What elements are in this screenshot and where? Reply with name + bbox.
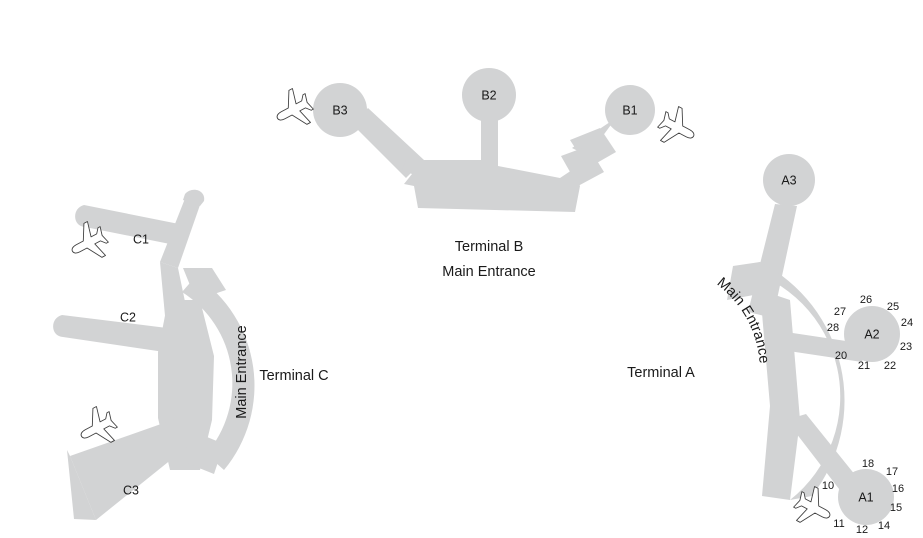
node-b1[interactable]	[605, 85, 655, 135]
gate-number-27[interactable]: 27	[834, 306, 846, 318]
node-a2[interactable]	[844, 306, 900, 362]
node-a3[interactable]	[763, 154, 815, 206]
airplane-icon-b3	[268, 83, 319, 136]
gate-number-28[interactable]: 28	[827, 322, 839, 334]
gate-number-25[interactable]: 25	[887, 301, 899, 313]
concourse-c1-tip	[183, 189, 205, 206]
concourse-label-c2: C2	[120, 310, 136, 324]
gate-number-16[interactable]: 16	[892, 483, 904, 495]
concourse-c1-west-arm	[75, 205, 184, 246]
connector-a2	[782, 332, 866, 362]
gate-number-15[interactable]: 15	[890, 502, 902, 514]
concourse-c3-arm	[70, 418, 198, 520]
gate-number-14[interactable]: 14	[878, 520, 890, 532]
concourse-c2-arm	[53, 315, 184, 354]
node-a1[interactable]	[838, 469, 894, 525]
terminal-b-main-entrance-label: Main Entrance	[442, 264, 536, 280]
gate-number-17[interactable]: 17	[886, 466, 898, 478]
gate-number-22[interactable]: 22	[884, 360, 896, 372]
node-label-a1: A1	[858, 490, 873, 504]
gate-cluster-a2: 26 25 27 24 28 23 20 21 22	[827, 294, 913, 372]
terminal-a-entrance-facade	[739, 262, 845, 500]
gate-cluster-a1: 18 17 10 16 15 11 12 14	[822, 458, 904, 536]
terminal-a-upper-wing	[727, 262, 770, 300]
node-label-b3: B3	[332, 103, 347, 117]
node-label-b2: B2	[481, 88, 496, 102]
gate-number-21[interactable]: 21	[858, 360, 870, 372]
concourse-c3-tip	[67, 450, 96, 520]
terminal-b-east-wing-2	[561, 146, 604, 186]
gate-number-20[interactable]: 20	[835, 350, 847, 362]
terminal-b-east-wing	[570, 128, 616, 168]
airplane-icon-b1	[652, 101, 703, 154]
terminal-c-title: Terminal C	[259, 368, 328, 384]
node-label-a2: A2	[864, 327, 879, 341]
node-label-a3: A3	[781, 173, 796, 187]
connector-a1	[786, 414, 864, 498]
terminal-b-group: B3 B2 B1 Terminal B Main Entrance	[313, 68, 655, 280]
terminal-a-group: A3 A2 A1 26 25 27 24 28 23 20 21 22 18	[627, 154, 913, 536]
node-b2[interactable]	[462, 68, 516, 122]
terminal-b-title: Terminal B	[455, 239, 524, 255]
terminal-c-upper-notch	[183, 268, 226, 300]
gate-number-11[interactable]: 11	[833, 518, 844, 530]
terminal-c-group: C1 C2 C3 Terminal C Main Entrance	[53, 189, 329, 520]
gate-number-10[interactable]: 10	[822, 480, 834, 492]
concourse-label-c1: C1	[133, 232, 149, 246]
gate-number-12[interactable]: 12	[856, 524, 868, 536]
concourse-label-c3: C3	[123, 483, 139, 497]
node-label-b1: B1	[622, 103, 637, 117]
terminal-c-entrance-facade	[182, 276, 255, 470]
terminal-a-trunk	[760, 290, 800, 500]
node-b3[interactable]	[313, 83, 367, 137]
gate-number-23[interactable]: 23	[900, 341, 912, 353]
connector-b2	[481, 114, 498, 160]
gate-number-18[interactable]: 18	[862, 458, 874, 470]
terminal-b-main-building	[402, 160, 580, 212]
terminal-a-title: Terminal A	[627, 365, 695, 381]
terminal-c-main-entrance-label: Main Entrance	[234, 325, 250, 419]
gate-number-24[interactable]: 24	[901, 317, 913, 329]
gate-number-26[interactable]: 26	[860, 294, 872, 306]
